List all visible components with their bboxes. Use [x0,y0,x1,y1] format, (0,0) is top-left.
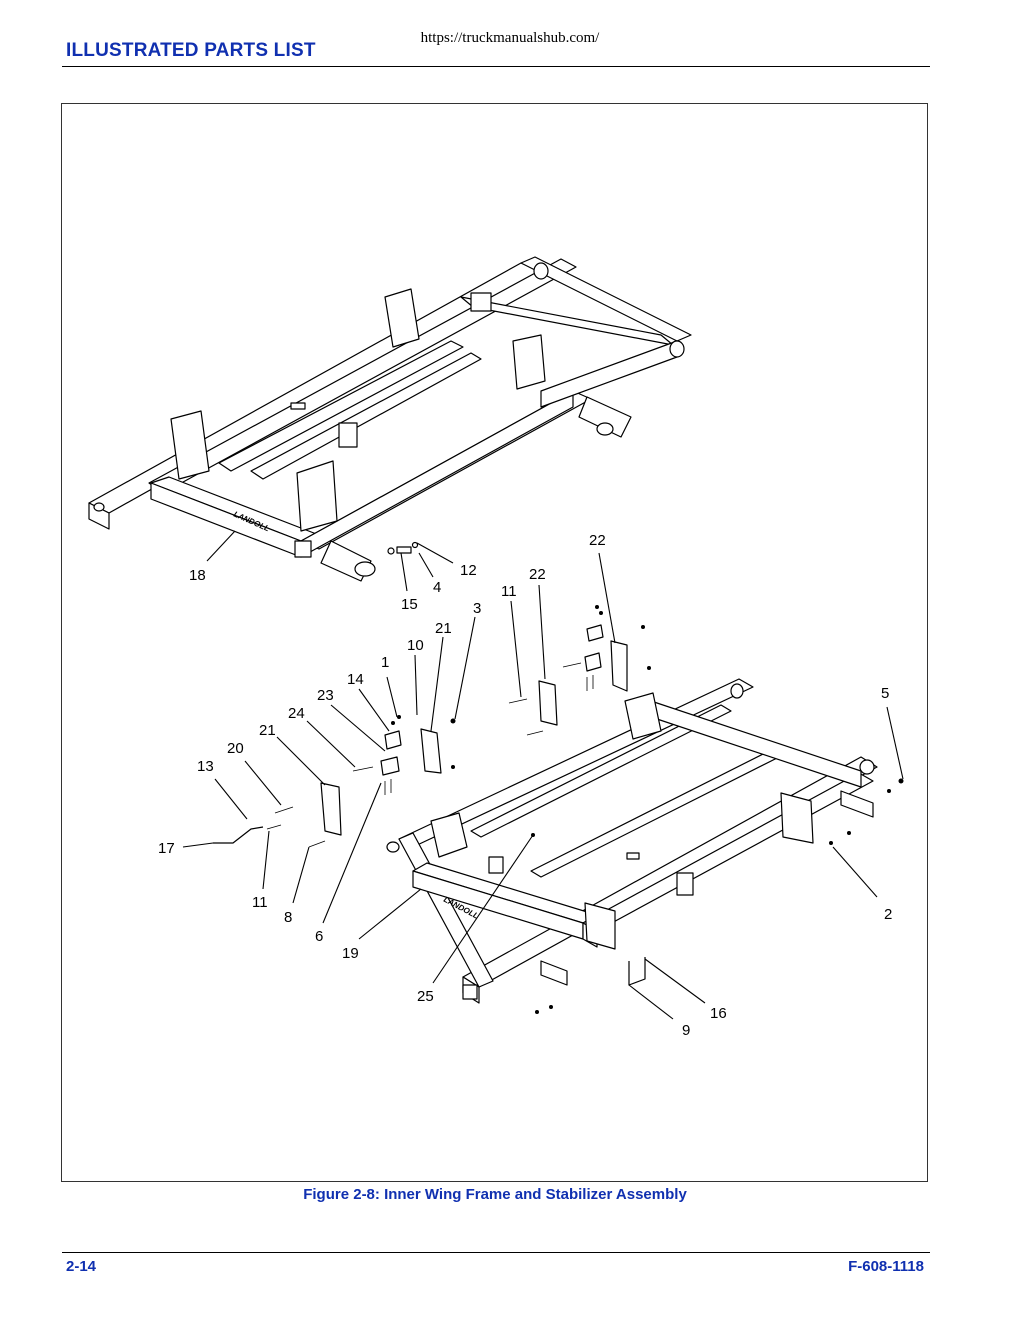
callout-12: 12 [460,562,477,579]
section-title: ILLUSTRATED PARTS LIST [66,40,316,61]
callout-10: 10 [407,637,424,654]
callout-22-lower: 22 [529,566,546,583]
callout-16: 16 [710,1005,727,1022]
footer-rule [62,1252,930,1253]
callout-21-lower: 21 [259,722,276,739]
callout-labels: 18 12 4 15 3 22 22 11 21 10 1 14 23 24 2… [158,532,892,1039]
leader-lines [182,530,904,1020]
callout-11-upper: 11 [501,583,517,600]
callout-18: 18 [189,567,206,584]
document-number: F-608-1118 [848,1258,924,1275]
exploded-view-drawing: LANDOLL [88,256,904,1039]
callout-13: 13 [197,758,214,775]
source-url: https://truckmanualshub.com/ [420,30,600,46]
callout-21-upper: 21 [435,620,452,637]
exploded-small-parts [213,541,904,1014]
callout-14: 14 [347,671,364,688]
figure-caption: Figure 2-8: Inner Wing Frame and Stabili… [303,1186,687,1203]
figure-frame: LANDOLL [61,103,928,1182]
callout-2: 2 [884,906,892,923]
header-rule [62,66,930,67]
lower-wing-frame [386,678,878,1004]
callout-3: 3 [473,600,481,617]
callout-5: 5 [881,685,889,702]
callout-19: 19 [342,945,359,962]
callout-11-lower: 11 [252,894,268,911]
callout-23: 23 [317,687,334,704]
callout-6: 6 [315,928,323,945]
callout-15: 15 [401,596,418,613]
upper-wing-frame [88,256,692,582]
callout-22-upper: 22 [589,532,606,549]
callout-8: 8 [284,909,292,926]
callout-4: 4 [433,579,441,596]
callout-9: 9 [682,1022,690,1039]
page-number: 2-14 [66,1258,97,1275]
callout-25: 25 [417,988,434,1005]
callout-24: 24 [288,705,305,722]
callout-17: 17 [158,840,175,857]
callout-1: 1 [381,654,389,671]
callout-20: 20 [227,740,244,757]
